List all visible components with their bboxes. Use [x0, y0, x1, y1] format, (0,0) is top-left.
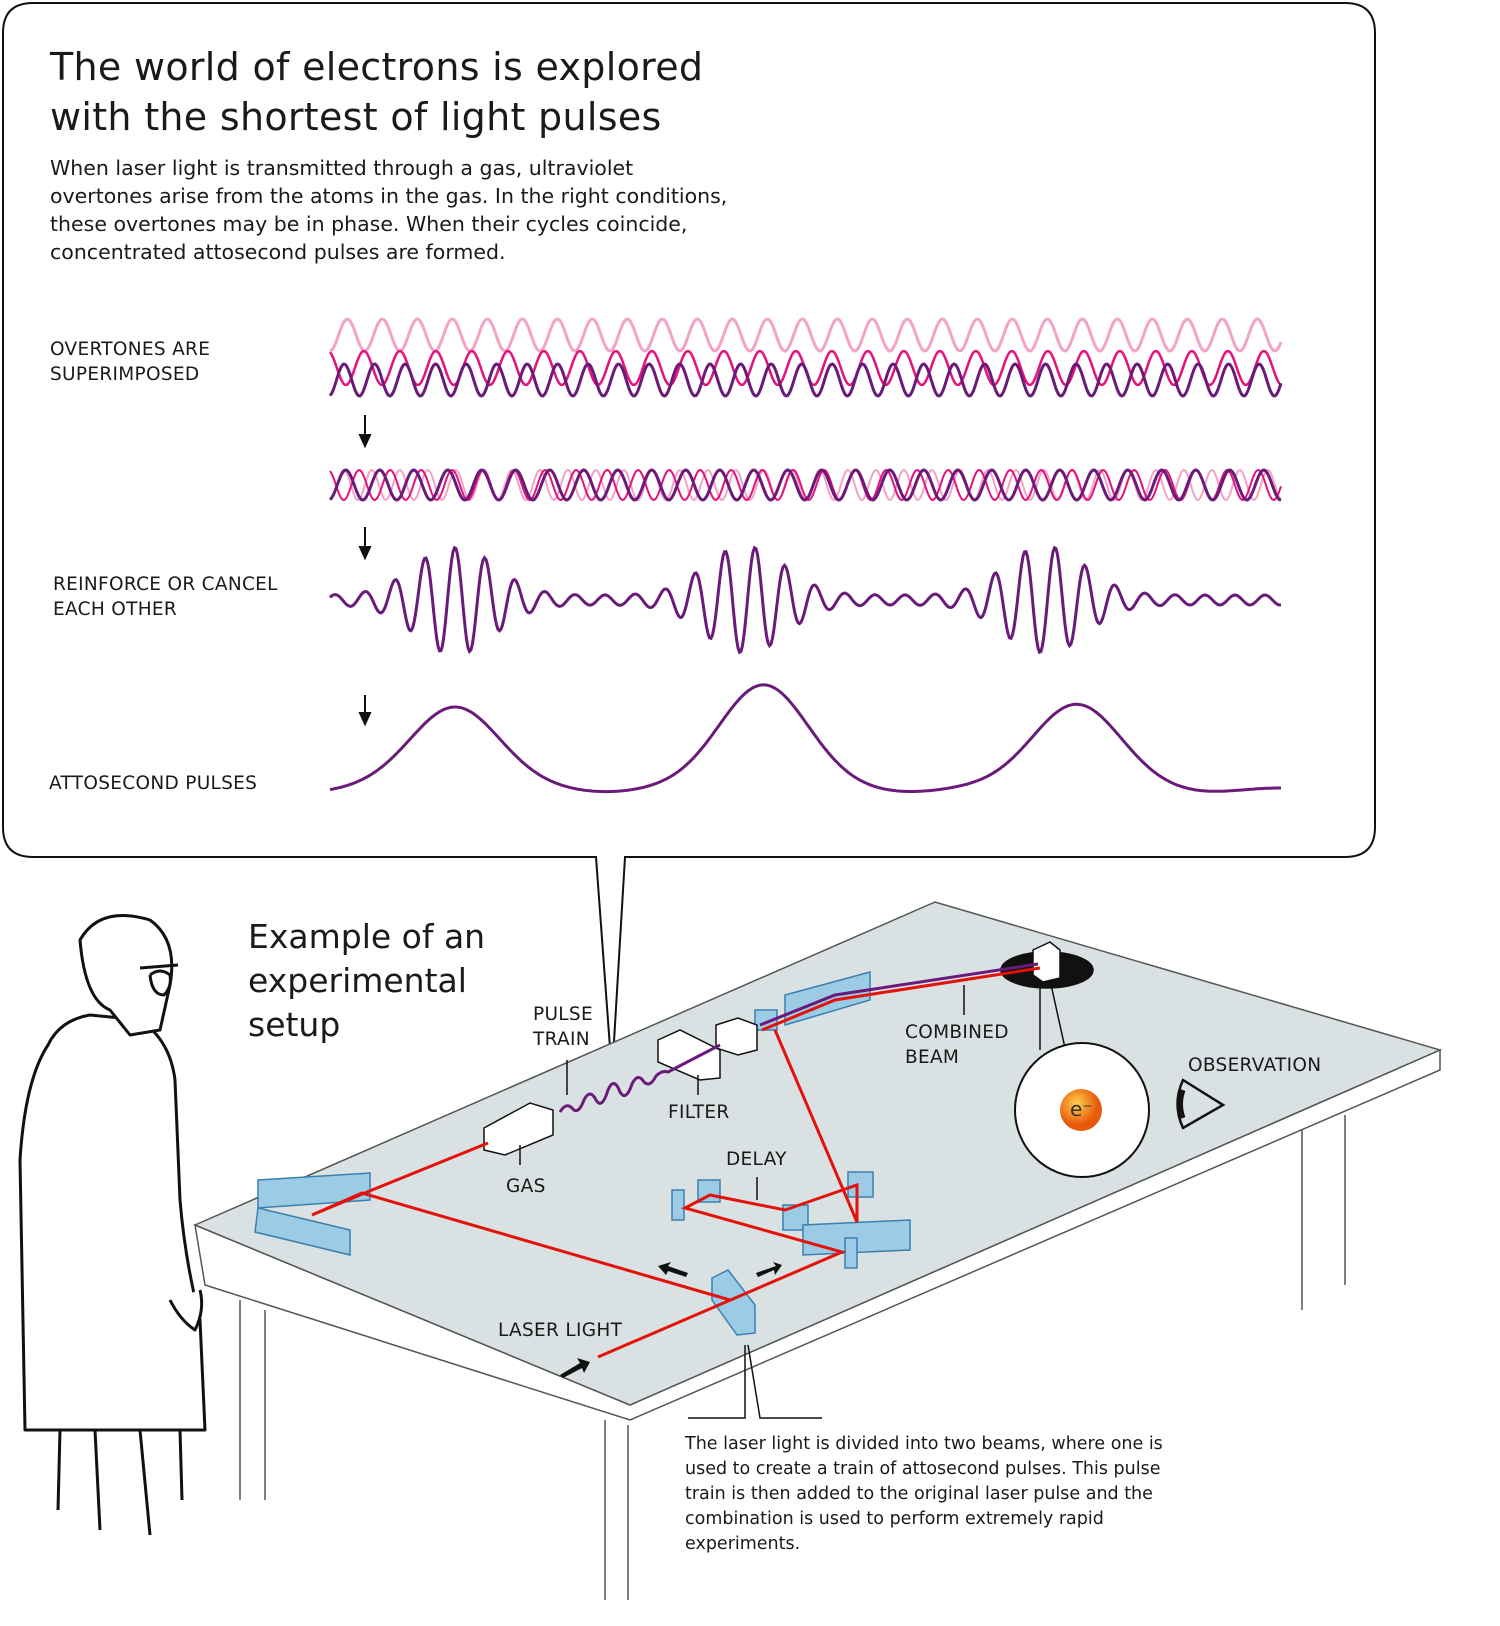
callout-box: [2, 2, 1376, 1076]
title-line: The world of electrons is explored: [50, 45, 704, 89]
direction-arrow-icon: [560, 1262, 782, 1378]
electron-icon: [1060, 1089, 1102, 1131]
overtone-wave: [329, 317, 1283, 353]
eye-icon: [1176, 1078, 1226, 1130]
combined-beam-label: COMBINED BEAM: [905, 1020, 1009, 1070]
observation-label: OBSERVATION: [1188, 1055, 1322, 1076]
label-line: SUPERIMPOSED: [50, 364, 200, 385]
down-arrow-icon: [358, 415, 372, 727]
filter-label: FILTER: [668, 1102, 730, 1123]
label-line: PULSE: [533, 1004, 593, 1025]
pulse-train: [558, 1043, 721, 1113]
label-line: OVERTONES ARE: [50, 339, 211, 360]
attosecond-pulse-curve: [329, 683, 1281, 794]
electron-label: e⁻: [1070, 1097, 1093, 1121]
page-title: The world of electrons is explored with …: [50, 42, 703, 142]
label-line: BEAM: [905, 1047, 960, 1068]
delay-label: DELAY: [726, 1149, 787, 1170]
gas-label: GAS: [506, 1176, 546, 1197]
stage-pulses-label: ATTOSECOND PULSES: [49, 773, 258, 794]
setup-title: Example of an experimental setup: [248, 915, 485, 1047]
laser-beam: [311, 966, 1041, 1359]
overtone-wave: [328, 468, 1282, 502]
stage-reinforce-label: REINFORCE OR CANCEL EACH OTHER: [53, 572, 278, 622]
laser-light-label: LASER LIGHT: [498, 1320, 623, 1341]
setup-note: The laser light is divided into two beam…: [685, 1434, 1163, 1554]
label-line: Example of an: [248, 917, 486, 956]
interference-wave: [328, 545, 1282, 655]
pulse-train-label: PULSE TRAIN: [533, 1002, 593, 1052]
overtone-wave: [328, 362, 1283, 398]
stage-superimposed-label: OVERTONES ARE SUPERIMPOSED: [50, 337, 210, 387]
scientist-figure: [18, 914, 207, 1536]
table: [193, 901, 1443, 1600]
label-line: setup: [248, 1005, 341, 1044]
title-line: with the shortest of light pulses: [50, 95, 662, 139]
label-line: REINFORCE OR CANCEL: [53, 574, 278, 595]
label-line: experimental: [248, 961, 467, 1000]
label-leaders: [519, 979, 1066, 1419]
intro-text: When laser light is transmitted through …: [50, 156, 728, 264]
label-line: COMBINED: [905, 1022, 1009, 1043]
label-line: TRAIN: [533, 1029, 590, 1050]
label-line: EACH OTHER: [53, 599, 178, 620]
